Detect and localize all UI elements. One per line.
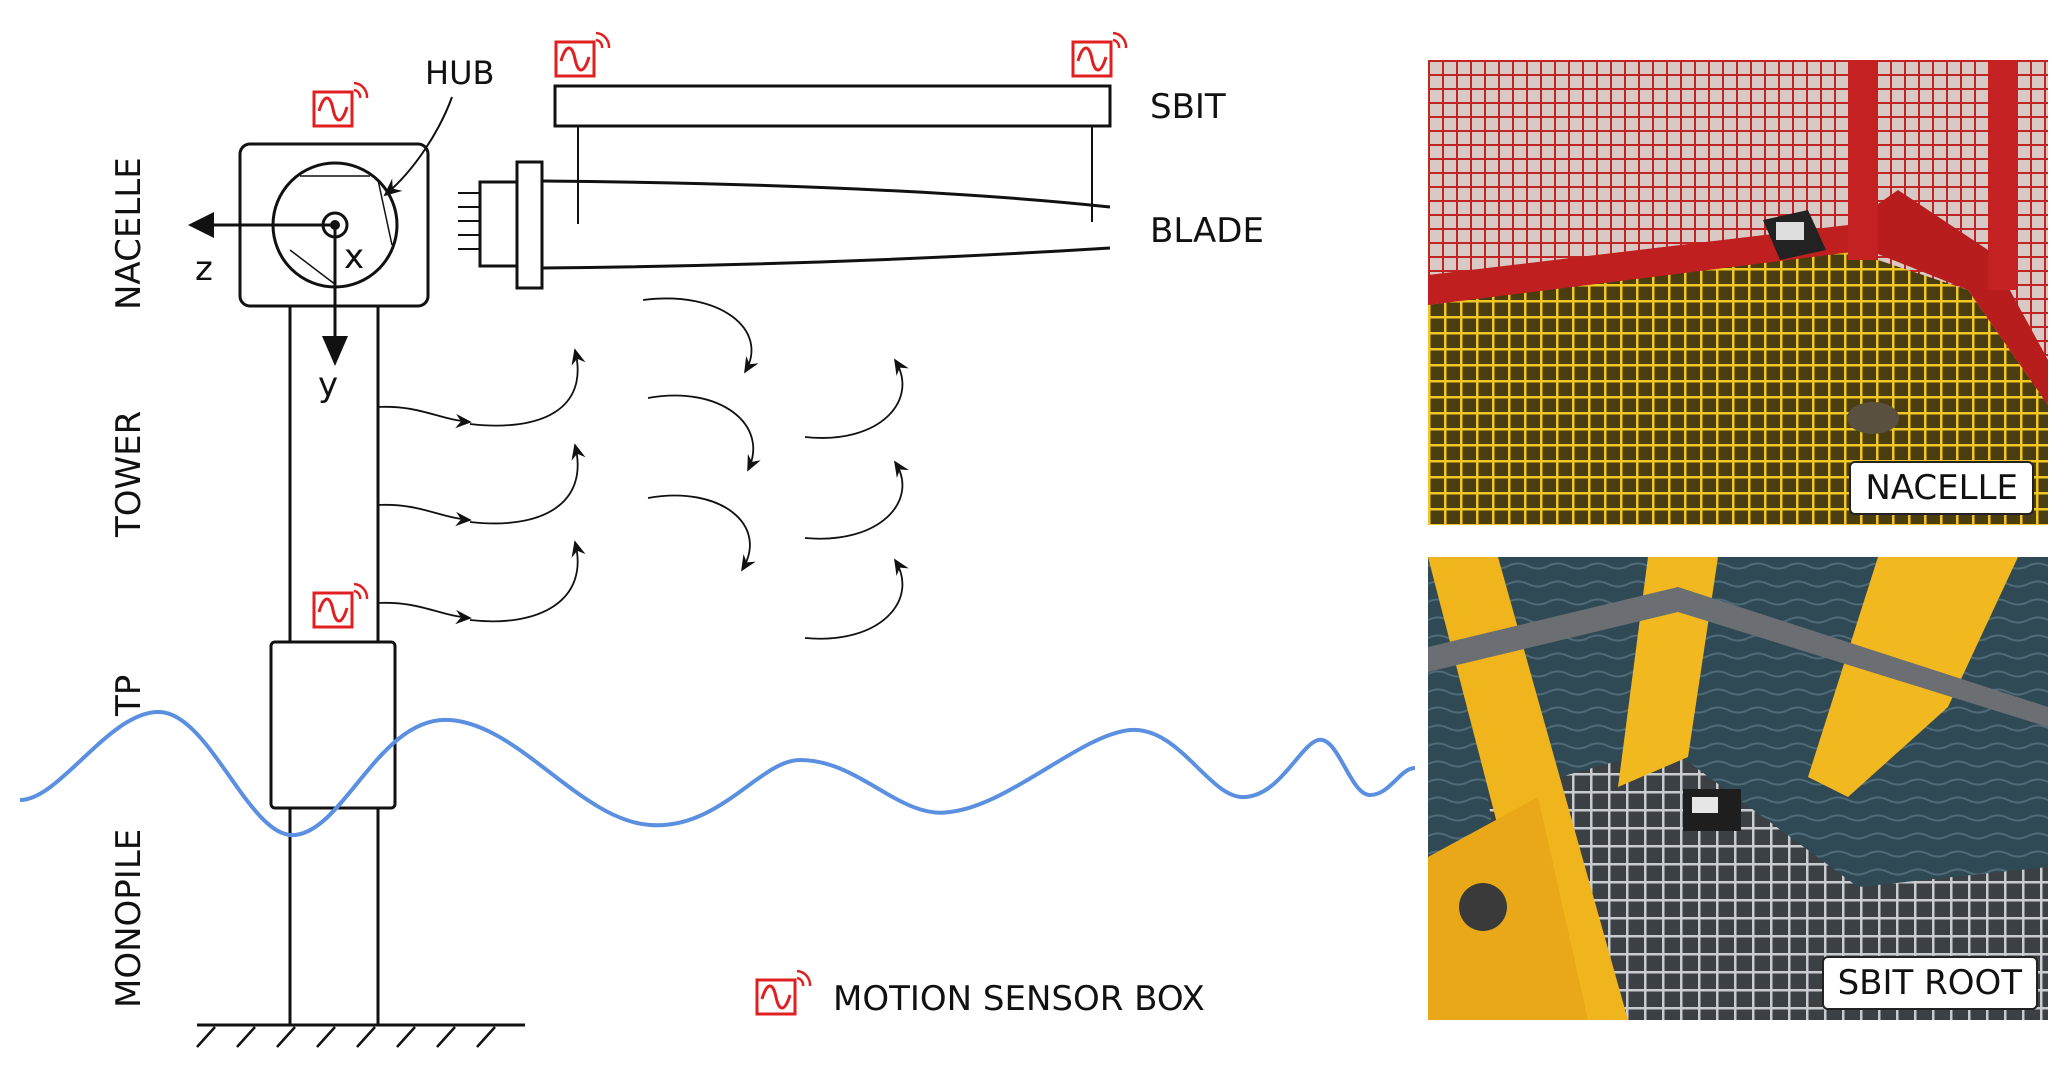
sbit-label: SBIT xyxy=(1150,87,1226,127)
axis-x-label: x xyxy=(344,237,364,277)
motion-sensor-icon xyxy=(1071,31,1128,78)
water-wave xyxy=(19,709,1416,838)
legend: MOTION SENSOR BOX xyxy=(755,969,1205,1019)
sbit-beam xyxy=(553,84,1112,128)
nacelle-label: NACELLE xyxy=(109,157,149,310)
nacelle-photo: NACELLE xyxy=(1428,60,2048,525)
hub-hatch xyxy=(289,175,393,286)
legend-label: MOTION SENSOR BOX xyxy=(833,979,1205,1019)
hub-label: HUB xyxy=(425,54,494,92)
blade xyxy=(458,160,1111,290)
transition-piece xyxy=(269,640,397,810)
photo-caption-sbit-root: SBIT ROOT xyxy=(1821,956,2038,1010)
sbit-root-photo: SBIT ROOT xyxy=(1428,557,2048,1020)
legend-sensor-icon xyxy=(755,969,812,1016)
tower-label: TOWER xyxy=(109,411,149,538)
axis-z-label: z xyxy=(195,249,213,289)
wind-flow xyxy=(377,297,909,640)
photo-caption-nacelle: NACELLE xyxy=(1849,461,2034,515)
axis-y-label: y xyxy=(318,365,338,405)
tp-label: TP xyxy=(109,675,149,717)
blade-label: BLADE xyxy=(1150,211,1264,251)
monopile xyxy=(288,806,380,1027)
ground xyxy=(196,1023,525,1048)
motion-sensor-icon xyxy=(554,31,611,78)
motion-sensor-icon xyxy=(312,81,369,128)
monopile-label: MONOPILE xyxy=(109,829,149,1008)
